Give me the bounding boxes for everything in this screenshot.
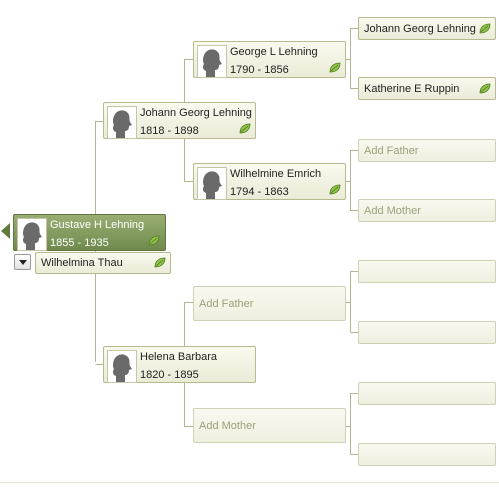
person-dates: 1818 - 1898 [140, 125, 199, 137]
person-card-father[interactable]: Johann Georg Lehning 1818 - 1898 [103, 102, 256, 139]
silhouette-icon [197, 167, 227, 200]
add-mother-label: Add Mother [199, 419, 256, 432]
add-mother-card[interactable]: Add Mother [358, 199, 496, 222]
leaf-icon[interactable] [479, 23, 491, 34]
person-dates: 1855 - 1935 [50, 237, 109, 249]
add-father-label: Add Father [199, 297, 254, 310]
person-dates: 1794 - 1863 [230, 186, 289, 198]
person-name: Johann Georg Lehning [140, 107, 252, 119]
person-card-mother[interactable]: Helena Barbara 1820 - 1895 [103, 346, 256, 383]
spouse-card[interactable]: Wilhelmina Thau [35, 252, 171, 274]
person-name: Gustave H Lehning [50, 219, 145, 231]
person-name: George L Lehning [230, 46, 318, 58]
person-name: Johann Georg Lehning [364, 22, 476, 35]
add-father-card[interactable]: Add Father [193, 286, 346, 321]
person-dates: 1820 - 1895 [140, 369, 199, 381]
chevron-down-icon [19, 260, 27, 265]
leaf-icon[interactable] [239, 123, 251, 134]
spouse-dropdown-button[interactable] [14, 254, 31, 270]
arrow-left-icon[interactable] [1, 223, 10, 239]
silhouette-icon [107, 350, 137, 383]
silhouette-icon [17, 218, 47, 251]
leaf-icon[interactable] [479, 83, 491, 94]
person-name: Wilhelmine Emrich [230, 168, 322, 180]
spouse-name: Wilhelmina Thau [41, 257, 123, 269]
add-father-card[interactable]: Add Father [358, 139, 496, 162]
leaf-icon[interactable] [329, 184, 341, 195]
person-name: Helena Barbara [140, 351, 218, 363]
empty-slot[interactable] [358, 443, 496, 466]
silhouette-icon [107, 106, 137, 139]
person-dates: 1790 - 1856 [230, 64, 289, 76]
leaf-icon[interactable] [154, 257, 166, 268]
divider [0, 482, 499, 483]
person-card-paternal-grandfather[interactable]: George L Lehning 1790 - 1856 [193, 41, 346, 78]
person-card-gg1[interactable]: Johann Georg Lehning [358, 17, 496, 40]
person-name: Katherine E Ruppin [364, 82, 460, 95]
person-card-paternal-grandmother[interactable]: Wilhelmine Emrich 1794 - 1863 [193, 163, 346, 200]
silhouette-icon [197, 45, 227, 78]
person-card-root[interactable]: Gustave H Lehning 1855 - 1935 [13, 214, 166, 251]
add-father-label: Add Father [364, 144, 419, 157]
empty-slot[interactable] [358, 382, 496, 405]
person-card-gg2[interactable]: Katherine E Ruppin [358, 77, 496, 100]
add-mother-card[interactable]: Add Mother [193, 408, 346, 443]
empty-slot[interactable] [358, 321, 496, 344]
add-mother-label: Add Mother [364, 204, 421, 217]
empty-slot[interactable] [358, 260, 496, 283]
leaf-icon[interactable] [329, 62, 341, 73]
leaf-icon[interactable] [148, 235, 160, 246]
